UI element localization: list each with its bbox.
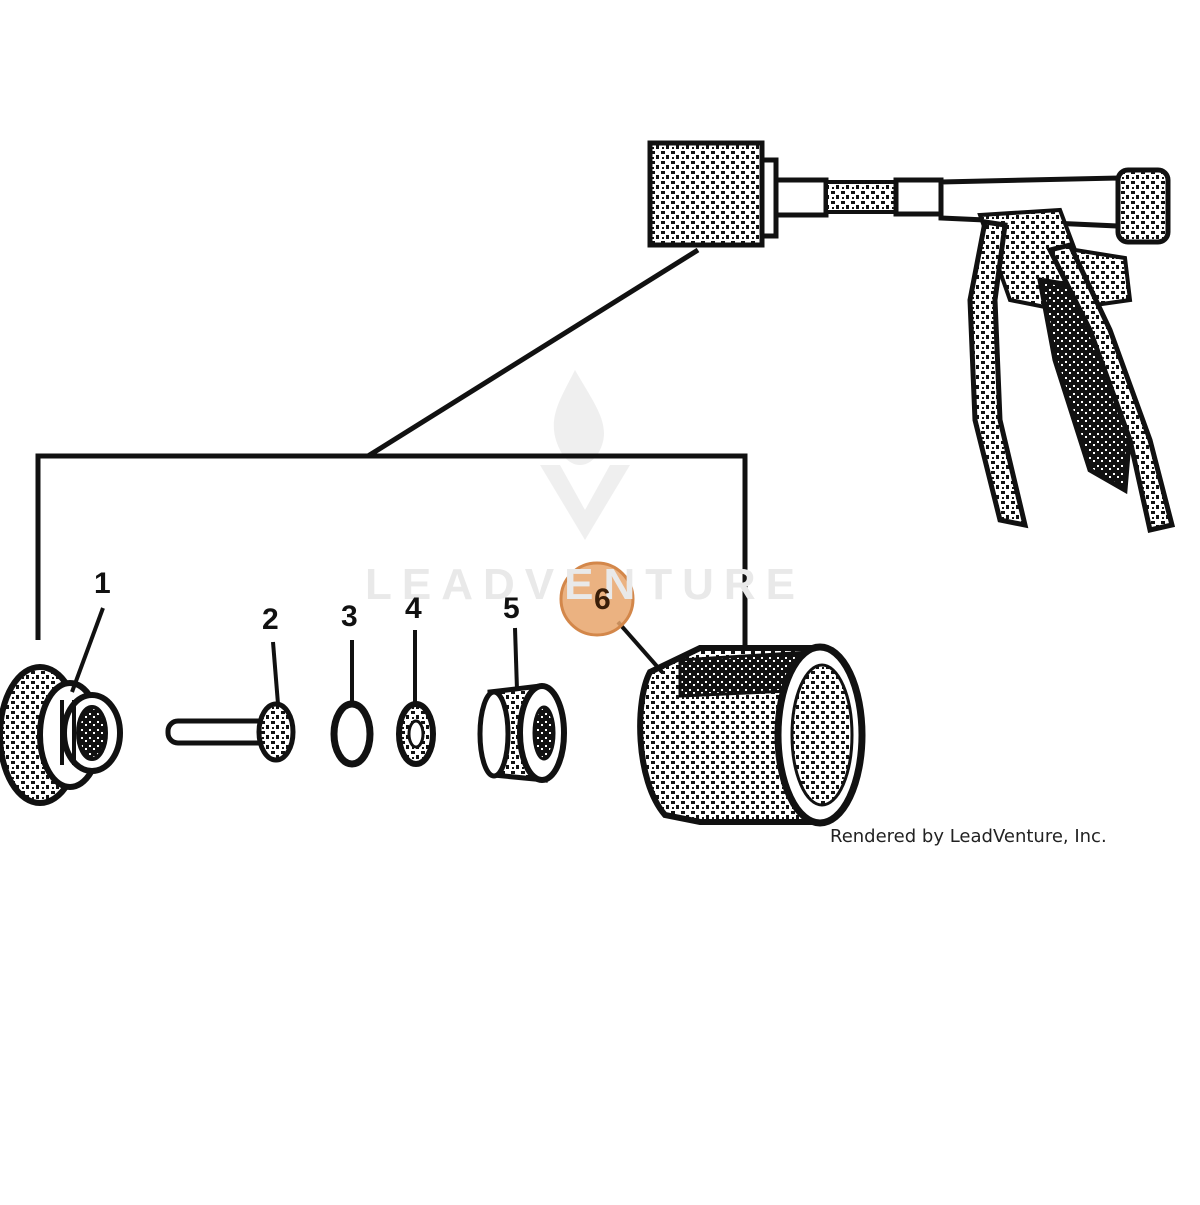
callout-3[interactable]: 3 (341, 600, 358, 633)
callout-6-highlight (559, 561, 635, 637)
watermark-text: LEADVENTURE (364, 560, 806, 609)
leader-line-6 (616, 620, 664, 674)
leader-line-2 (271, 641, 280, 705)
spray-gun-illustration (647, 140, 1176, 533)
part-4-washer (396, 701, 436, 767)
part-5-knurled-nut (477, 683, 567, 783)
callout-5[interactable]: 5 (503, 592, 520, 625)
callout-1[interactable]: 1 (94, 567, 111, 600)
watermark-logo (540, 370, 630, 540)
leader-line-5 (513, 627, 519, 691)
callout-2[interactable]: 2 (262, 603, 279, 636)
part-2-stem (165, 701, 296, 763)
part-3-o-ring (330, 700, 374, 768)
callout-4[interactable]: 4 (405, 592, 422, 625)
assembly-bracket (35, 247, 748, 655)
callout-6[interactable]: 6 (594, 583, 611, 616)
credit-text: Rendered by LeadVenture, Inc. (830, 826, 1107, 847)
part-1-adapter (0, 664, 123, 806)
leader-line-1 (70, 607, 105, 693)
part-6-nozzle-sleeve (637, 643, 866, 827)
